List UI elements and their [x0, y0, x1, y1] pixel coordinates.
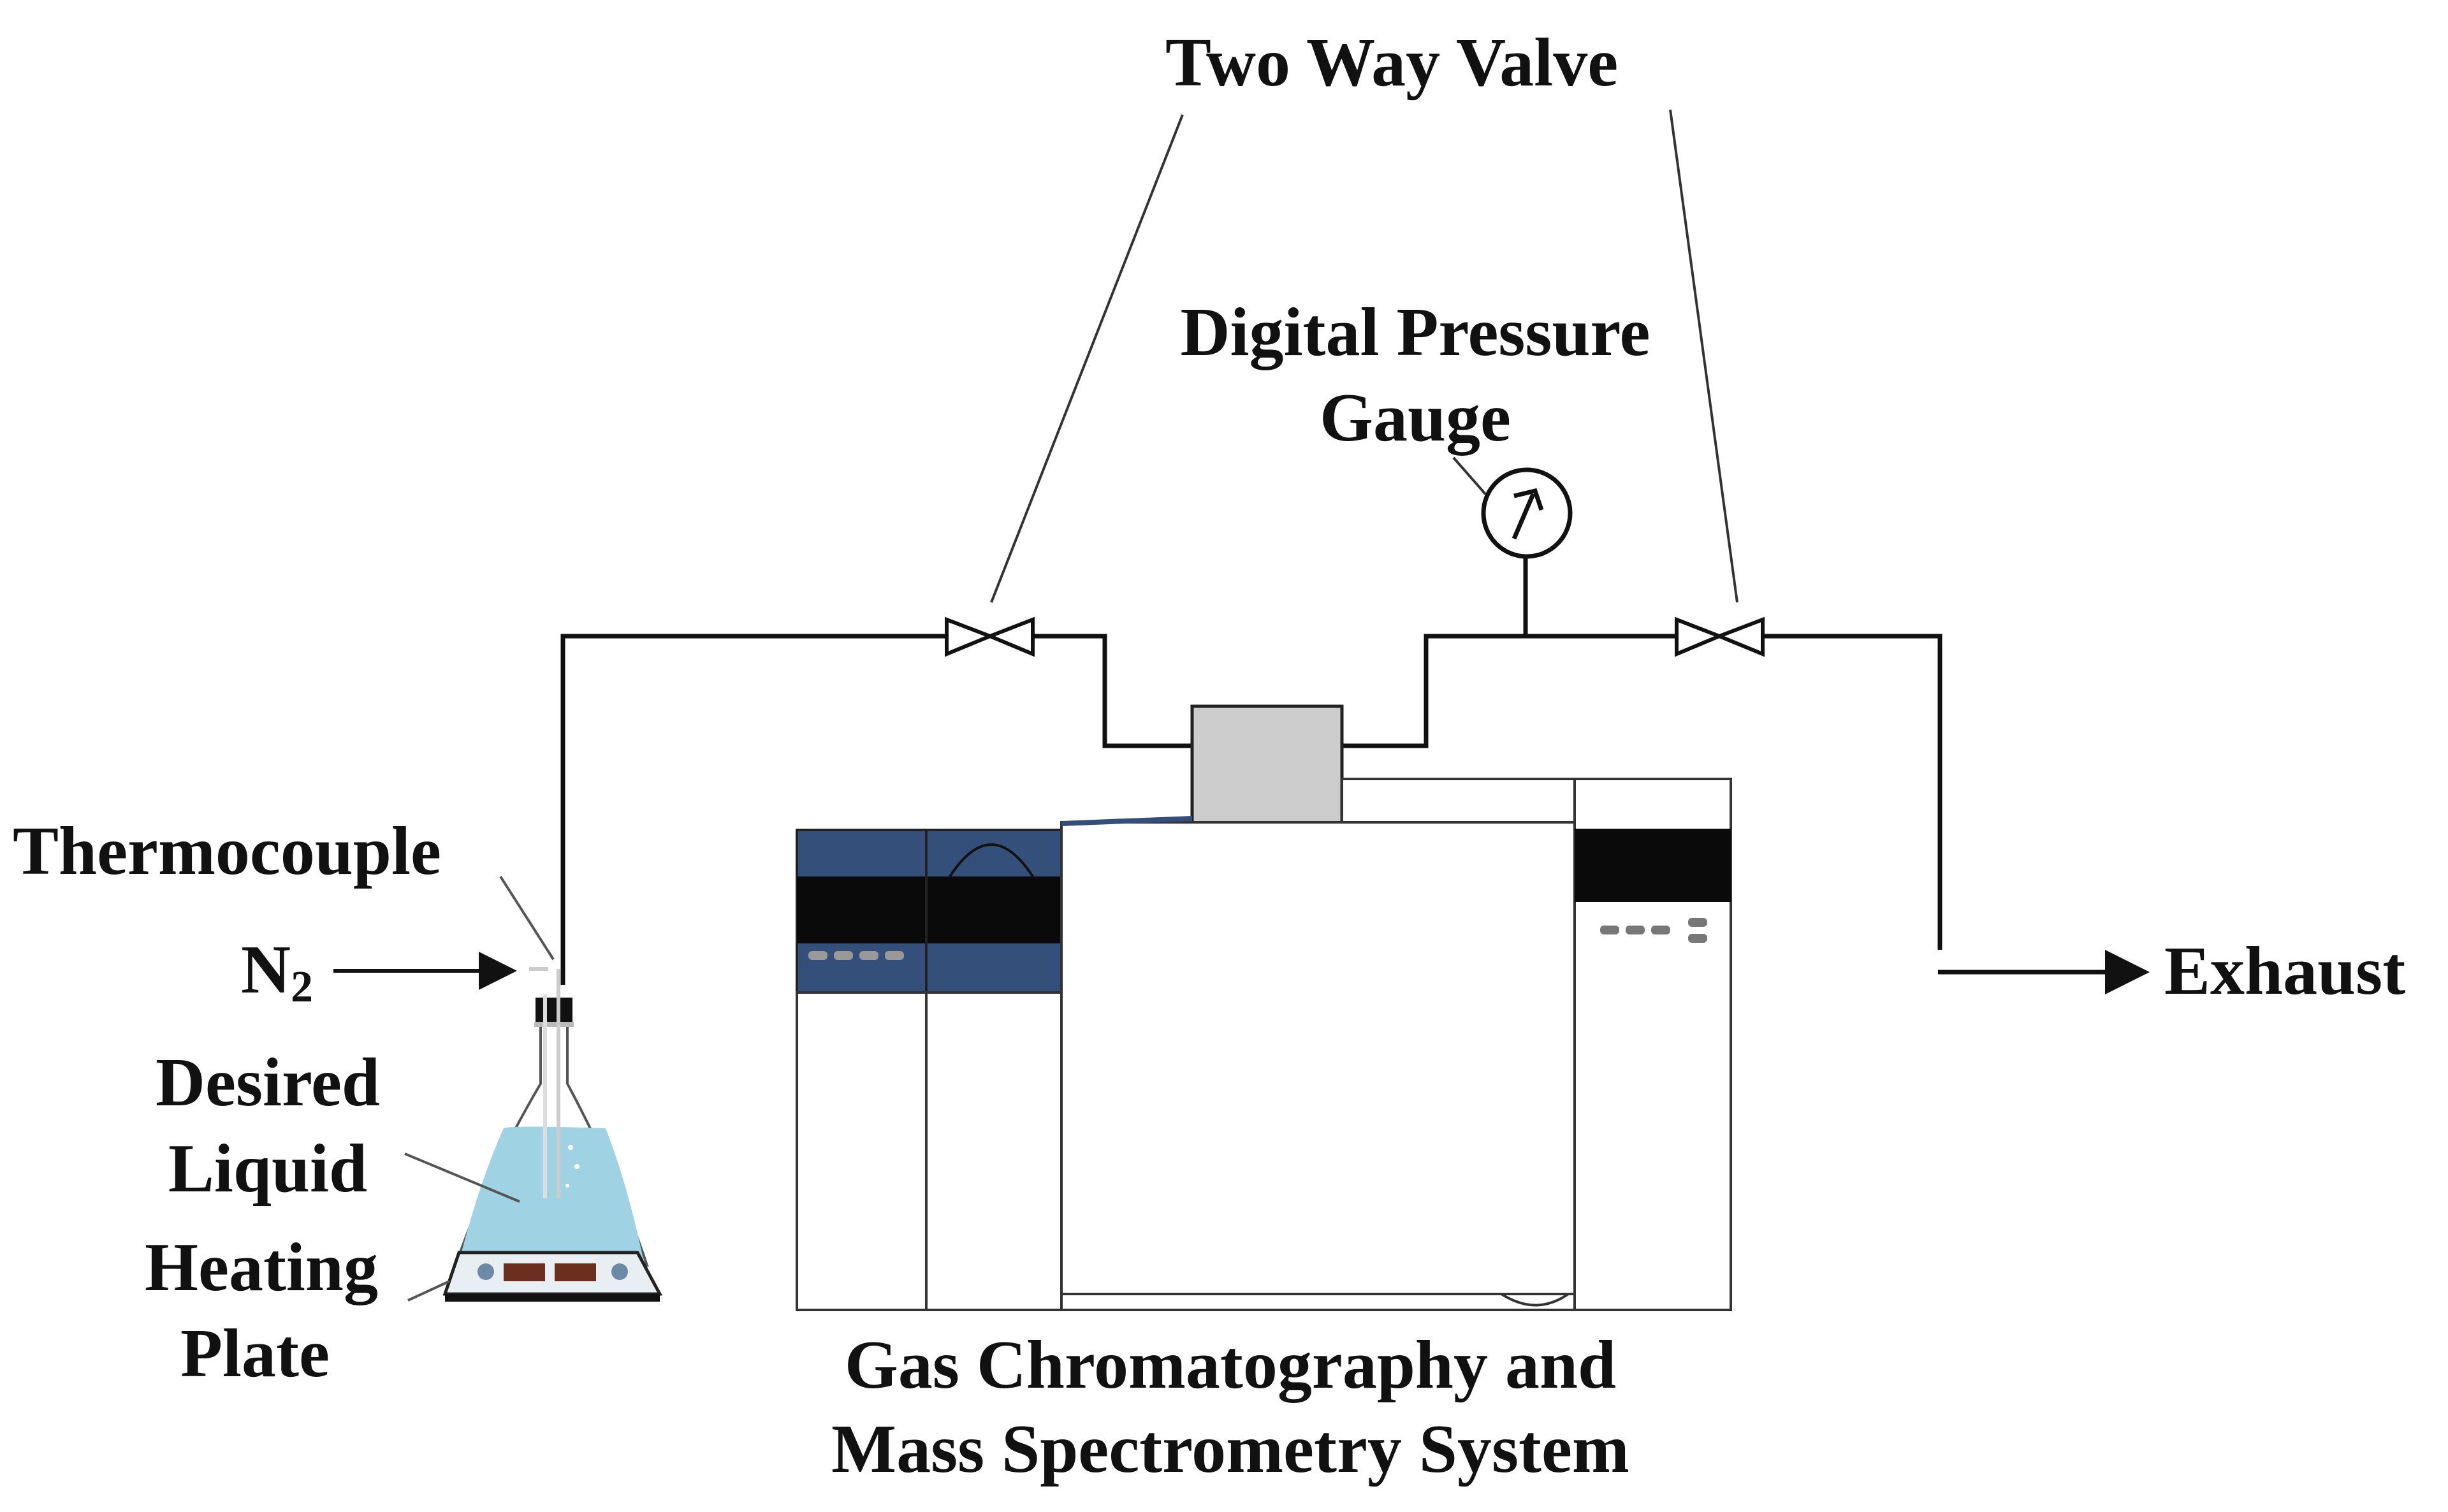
heating-plate-label-line1: Heating [145, 1230, 378, 1305]
gcms-label-line2: Mass Spectrometry System [831, 1411, 1629, 1487]
two-way-valve-left [945, 616, 1035, 657]
desired-liquid [459, 1126, 644, 1262]
desired-liquid-label-line2: Liquid [168, 1131, 368, 1207]
n2-subscript: 2 [291, 963, 313, 1012]
heating-plate-label-line2: Plate [180, 1316, 330, 1392]
exhaust-label: Exhaust [2164, 933, 2406, 1009]
gc-oven [1060, 821, 1576, 1311]
gauge-label-leader [1452, 456, 1487, 495]
gcms-label-line1: Gas Chromatography and [844, 1327, 1617, 1403]
valve-to-sample-pipe [1033, 634, 1192, 748]
two-way-valve-right [1675, 616, 1765, 657]
exhaust-pipe [1763, 634, 1942, 950]
pressure-gauge-label-line2: Gauge [1319, 380, 1511, 456]
valve-label-leader-left [990, 114, 1184, 603]
desired-liquid-label-line1: Desired [156, 1045, 380, 1121]
pressure-gauge-label-line1: Digital Pressure [1180, 294, 1650, 370]
inlet-pipe [560, 634, 947, 985]
heating-plate-leader [407, 1280, 450, 1302]
sample-injector-box [1190, 704, 1344, 829]
n2-base: N [241, 932, 291, 1008]
sample-to-outlet-pipe [1342, 634, 1677, 748]
gcms-instrument [796, 778, 1732, 1311]
two-way-valve-label: Two Way Valve [1165, 25, 1619, 101]
pressure-gauge-icon [1481, 467, 1573, 559]
n2-label: N2 [241, 936, 313, 1010]
valve-label-leader-right [1669, 109, 1738, 603]
thermocouple-label: Thermocouple [13, 813, 441, 889]
flask-setup [442, 967, 663, 1302]
liquid-leader [404, 1152, 520, 1203]
thermocouple-leader [499, 875, 555, 961]
